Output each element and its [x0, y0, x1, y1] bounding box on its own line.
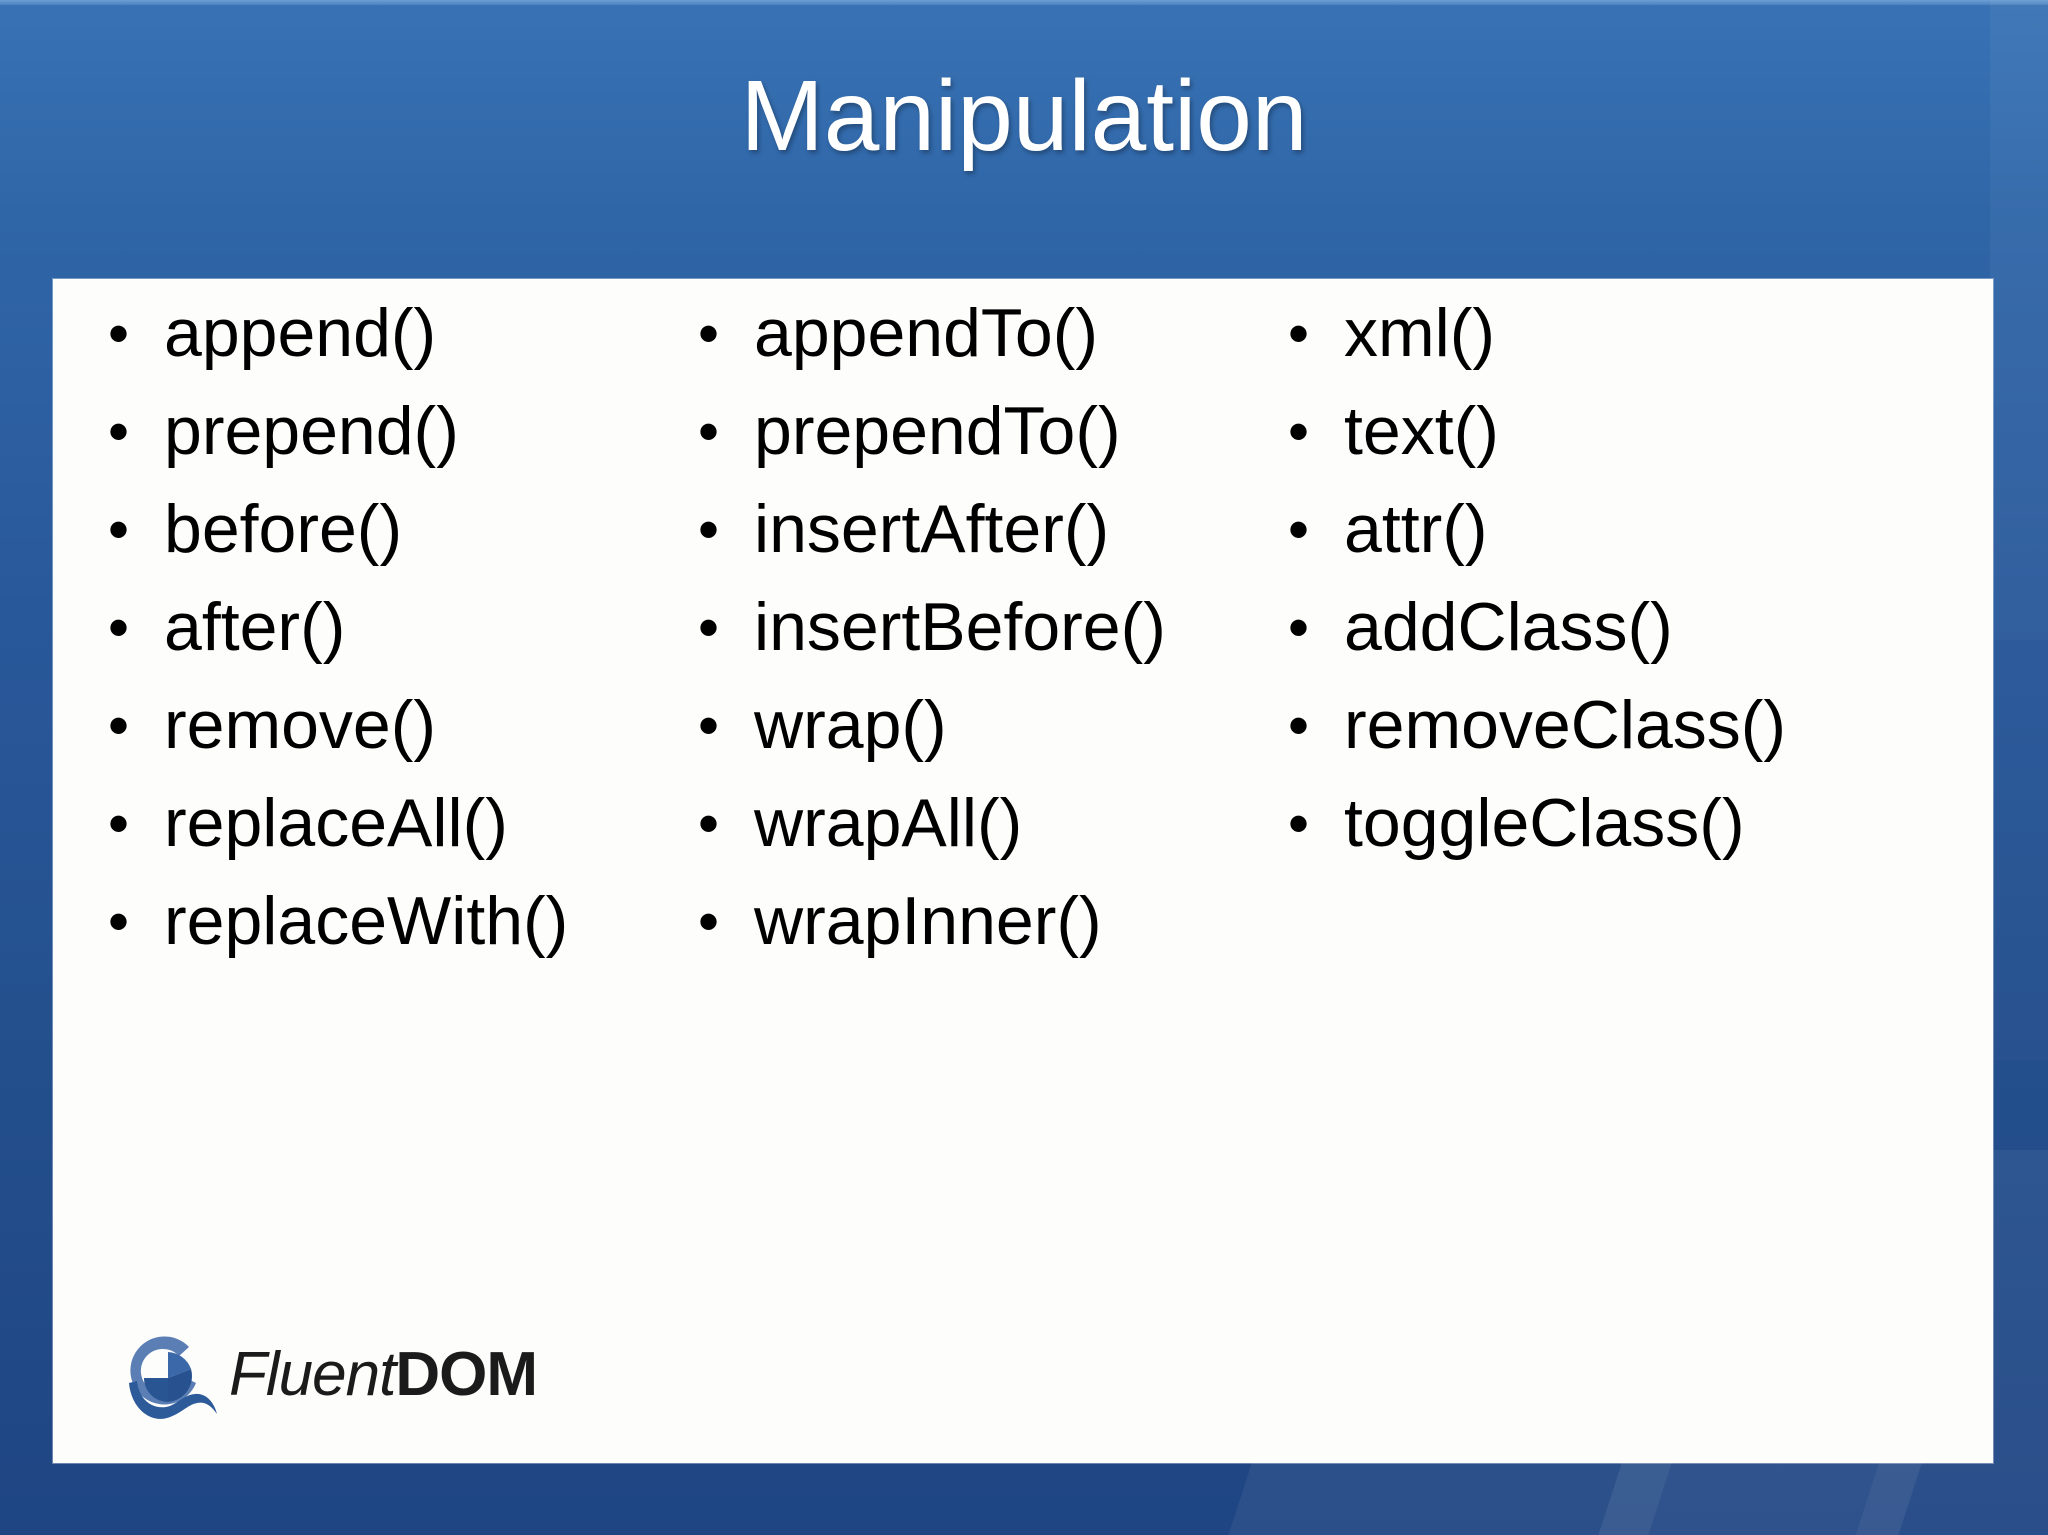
bullet-item: •text() [1288, 397, 1928, 495]
bullet-column-2: •appendTo()•prependTo()•insertAfter()•in… [698, 299, 1278, 985]
content-panel: •append()•prepend()•before()•after()•rem… [53, 279, 1993, 1463]
bullet-item-label: text() [1344, 393, 1499, 469]
bullet-item-label: xml() [1344, 295, 1496, 371]
bullet-dot-icon: • [108, 594, 130, 661]
bullet-item: •wrapAll() [698, 789, 1278, 887]
bullet-item: •insertBefore() [698, 593, 1278, 691]
bullet-item-label: toggleClass() [1344, 785, 1745, 861]
logo-text-dom: DOM [395, 1340, 538, 1409]
bullet-item-label: append() [164, 295, 437, 371]
logo-text-fluent: Fluent [229, 1340, 396, 1409]
bullet-dot-icon: • [1288, 496, 1310, 563]
bullet-item-label: attr() [1344, 491, 1488, 567]
bullet-item-label: wrapInner() [754, 883, 1102, 959]
bullet-item-label: addClass() [1344, 589, 1673, 665]
bullet-dot-icon: • [1288, 790, 1310, 857]
bullet-dot-icon: • [698, 496, 720, 563]
bullet-dot-icon: • [698, 692, 720, 759]
bullet-dot-icon: • [108, 398, 130, 465]
bullet-item: •before() [108, 495, 708, 593]
bullet-item-label: removeClass() [1344, 687, 1787, 763]
bullet-item: •remove() [108, 691, 708, 789]
bullet-item: •wrap() [698, 691, 1278, 789]
bullet-item-label: insertAfter() [754, 491, 1110, 567]
bullet-item-label: prependTo() [754, 393, 1121, 469]
bullet-item: •append() [108, 299, 708, 397]
bullet-dot-icon: • [1288, 692, 1310, 759]
fluentdom-logo-text: FluentDOM [229, 1344, 538, 1406]
bullet-dot-icon: • [1288, 398, 1310, 465]
bullet-item-label: prepend() [164, 393, 459, 469]
bullet-item: •replaceAll() [108, 789, 708, 887]
bullet-dot-icon: • [698, 300, 720, 367]
bullet-dot-icon: • [108, 496, 130, 563]
bullet-item-label: replaceWith() [164, 883, 569, 959]
bullet-dot-icon: • [108, 888, 130, 955]
bullet-item: •attr() [1288, 495, 1928, 593]
decorative-right-edge-band-2 [1993, 640, 2048, 1060]
top-accent-line [0, 0, 2048, 5]
bullet-item: •toggleClass() [1288, 789, 1928, 887]
bullet-item: •appendTo() [698, 299, 1278, 397]
bullet-dot-icon: • [698, 888, 720, 955]
bullet-item: •xml() [1288, 299, 1928, 397]
bullet-item-label: after() [164, 589, 346, 665]
bullet-item: •insertAfter() [698, 495, 1278, 593]
bullet-dot-icon: • [108, 300, 130, 367]
bullet-dot-icon: • [698, 790, 720, 857]
bullet-item-label: remove() [164, 687, 437, 763]
bullet-dot-icon: • [108, 790, 130, 857]
bullet-column-3: •xml()•text()•attr()•addClass()•removeCl… [1288, 299, 1928, 887]
bullet-item: •addClass() [1288, 593, 1928, 691]
bullet-item: •prepend() [108, 397, 708, 495]
fluentdom-logo-mark [129, 1336, 217, 1419]
bullet-item-label: replaceAll() [164, 785, 508, 861]
bullet-item: •wrapInner() [698, 887, 1278, 985]
bullet-dot-icon: • [108, 692, 130, 759]
slide-title: Manipulation [740, 60, 1308, 172]
bullet-item: •prependTo() [698, 397, 1278, 495]
bullet-dot-icon: • [698, 398, 720, 465]
bullet-item: •replaceWith() [108, 887, 708, 985]
bullet-item-label: wrapAll() [754, 785, 1023, 861]
bullet-item-label: insertBefore() [754, 589, 1166, 665]
bullet-item: •after() [108, 593, 708, 691]
bullet-item-label: appendTo() [754, 295, 1099, 371]
fluentdom-logo: FluentDOM [111, 1319, 538, 1431]
bullet-item-label: before() [164, 491, 403, 567]
bullet-columns: •append()•prepend()•before()•after()•rem… [53, 279, 1993, 1463]
bullet-item: •removeClass() [1288, 691, 1928, 789]
bullet-column-1: •append()•prepend()•before()•after()•rem… [108, 299, 708, 985]
bullet-dot-icon: • [1288, 300, 1310, 367]
bullet-dot-icon: • [1288, 594, 1310, 661]
bullet-item-label: wrap() [754, 687, 947, 763]
bullet-dot-icon: • [698, 594, 720, 661]
